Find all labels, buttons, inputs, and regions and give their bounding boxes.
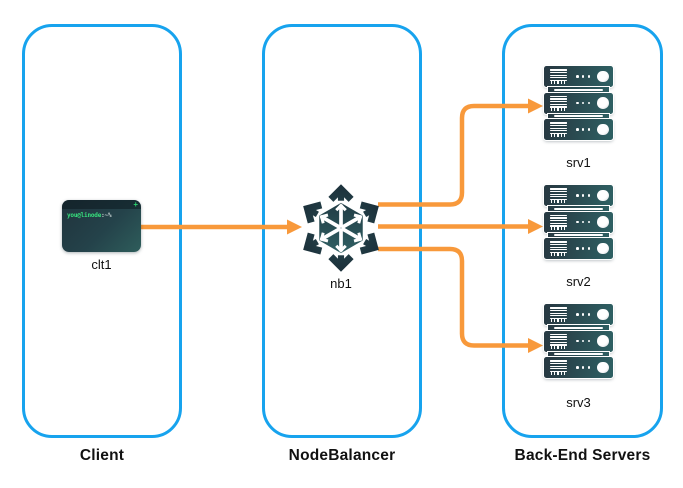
server-unit	[544, 357, 613, 378]
column-title-nodebalancer: NodeBalancer	[288, 447, 396, 464]
server-leds	[576, 128, 591, 131]
terminal-plus-icon: +	[133, 200, 138, 209]
arrowhead-nb1-to-srv3	[528, 338, 543, 353]
node-label-clt1: clt1	[91, 257, 112, 272]
arrow-nb1-to-srv1	[378, 103, 528, 207]
node-label-srv1: srv1	[566, 155, 591, 170]
node-label-nb1: nb1	[330, 276, 352, 291]
server-drive-bay	[548, 206, 609, 212]
nodebalancer-column-frame	[262, 24, 422, 438]
server-vents	[550, 188, 567, 201]
server-ticks	[551, 134, 566, 138]
arrowhead-nb1-to-srv1	[528, 98, 543, 114]
client-column-frame	[22, 24, 182, 438]
server-stack-icon-srv3	[544, 304, 613, 378]
node-label-srv3: srv3	[566, 395, 591, 410]
column-title-client: Client	[79, 447, 125, 464]
node-label-srv2: srv2	[566, 274, 591, 289]
server-knob	[596, 335, 609, 347]
server-leds	[576, 220, 591, 224]
server-ticks	[551, 372, 566, 376]
server-unit	[544, 304, 613, 325]
arrowhead-clt1-to-nb1	[287, 219, 302, 235]
server-knob	[596, 242, 609, 255]
server-stack-icon-srv2	[544, 185, 613, 259]
server-drive-bay	[548, 325, 609, 331]
server-vents	[550, 122, 567, 135]
server-vents	[550, 241, 567, 254]
server-knob	[596, 216, 609, 228]
server-unit	[544, 238, 613, 259]
server-ticks	[551, 200, 566, 204]
arrow-nb1-to-srv3	[378, 246, 528, 348]
server-drive-bay	[548, 351, 609, 357]
server-knob	[596, 189, 609, 202]
server-ticks	[551, 107, 566, 111]
backend-column-frame	[502, 24, 663, 438]
server-drive-bay	[548, 232, 609, 238]
server-leds	[576, 339, 591, 343]
server-knob	[596, 123, 609, 136]
arrowhead-nb1-to-srv2	[528, 219, 543, 234]
terminal-prompt-path: :~%	[101, 212, 112, 219]
server-leds	[576, 101, 591, 105]
server-leds	[576, 313, 591, 316]
column-title-backend-servers: Back-End Servers	[514, 447, 651, 464]
server-knob	[596, 361, 609, 374]
server-unit	[544, 92, 613, 114]
terminal-prompt-user: you@linode	[67, 212, 102, 219]
server-ticks	[551, 253, 566, 257]
server-vents	[550, 95, 567, 108]
server-knob	[596, 97, 609, 109]
server-unit	[544, 66, 613, 87]
server-leds	[576, 194, 591, 197]
terminal-icon: + you@linode:~%	[62, 200, 141, 252]
server-vents	[550, 333, 567, 346]
server-ticks	[551, 226, 566, 230]
server-leds	[576, 366, 591, 369]
server-ticks	[551, 81, 566, 85]
server-drive-bay	[548, 113, 609, 119]
server-stack-icon-srv1	[544, 66, 613, 140]
server-vents	[550, 360, 567, 373]
server-unit	[544, 119, 613, 140]
server-leds	[576, 75, 591, 78]
server-vents	[550, 307, 567, 320]
server-knob	[596, 70, 609, 83]
server-leds	[576, 247, 591, 250]
server-ticks	[551, 345, 566, 349]
server-vents	[550, 214, 567, 227]
server-unit	[544, 211, 613, 233]
server-drive-bay	[548, 87, 609, 93]
nodebalancer-hexagon	[319, 202, 363, 254]
server-unit	[544, 330, 613, 352]
nodebalancer-icon	[297, 184, 385, 272]
server-ticks	[551, 319, 566, 323]
server-knob	[596, 308, 609, 321]
terminal-titlebar: +	[62, 200, 141, 209]
server-vents	[550, 69, 567, 82]
server-unit	[544, 185, 613, 206]
terminal-prompt: you@linode:~%	[67, 212, 112, 219]
